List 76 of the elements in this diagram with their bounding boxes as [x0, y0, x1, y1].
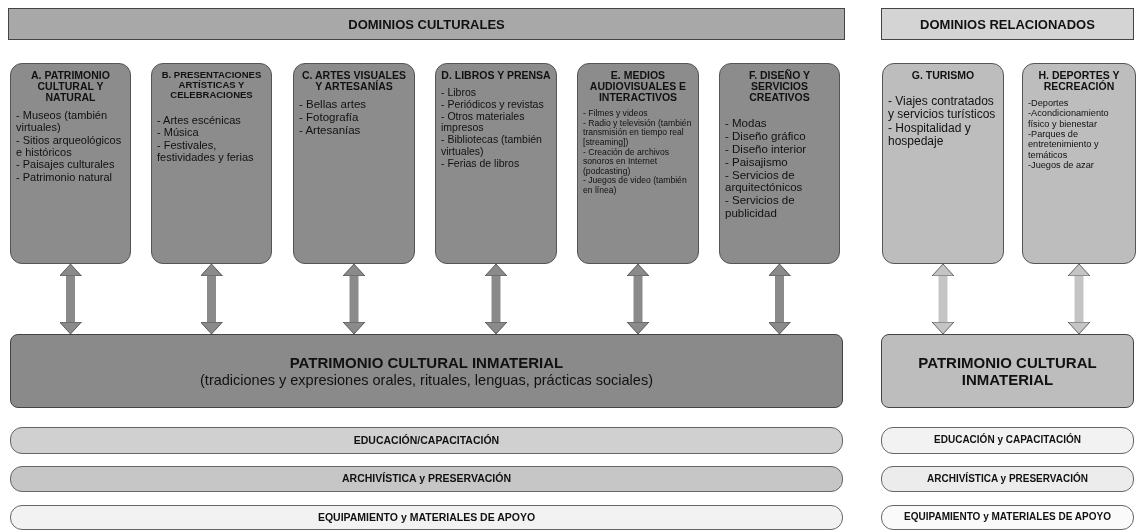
list-item: - Radio y televisión (también transmisión en tiempo real [streaming]) [583, 118, 693, 148]
double-arrow [484, 263, 508, 335]
list-item: - Viajes contratados y servicios turísticos [888, 95, 997, 122]
list-item: - Paisajismo [725, 155, 789, 169]
list-item: - Paisajes culturales [16, 158, 116, 171]
heading: ARCHIVÍSTICA y PRESERVACIÓN [342, 473, 511, 485]
list-item: - Patrimonio natural [16, 170, 113, 183]
list-item: - Filmes y videos [583, 109, 649, 119]
subtitle: (tradiciones y expresiones orales, rituales, lenguas, prácticas sociales) [200, 371, 653, 388]
list-item: - Bibliotecas (también virtuales) [441, 134, 543, 158]
list-item: - Artes escénicas [157, 113, 242, 127]
double-arrow [1067, 263, 1091, 335]
heading: ARCHIVÍSTICA y PRESERVACIÓN [927, 473, 1088, 485]
list-item: - Ferias de libros [441, 157, 521, 170]
support-band [881, 505, 1134, 530]
domain-box [882, 63, 1004, 264]
list-item: -Parques de entretenimiento y temáticos [1028, 128, 1100, 160]
heading: EQUIPAMIENTO y MATERIALES DE APOYO [904, 512, 1111, 523]
heading: EQUIPAMIENTO y MATERIALES DE APOYO [317, 512, 536, 523]
heading: C. ARTES VISUALES Y ARTESANÍAS [300, 70, 407, 93]
list-item: - Artesanías [299, 123, 362, 137]
heritage-box [881, 334, 1134, 408]
list-item: - Periódicos y revistas [441, 98, 545, 111]
domain-box [577, 63, 699, 264]
list-item: - Diseño interior [725, 142, 808, 156]
list-item: - Otros materiales impresos [441, 110, 526, 134]
domain-box [293, 63, 415, 264]
domain-box [1022, 63, 1136, 264]
list-item: - Creación de archivos sonoros en Internet (podcasting) [583, 147, 669, 177]
support-band [881, 427, 1134, 454]
support-band [10, 427, 843, 454]
list-item: - Fotografía [299, 110, 360, 124]
header-band [881, 8, 1134, 40]
list-item: - Servicios de publicidad [725, 194, 796, 221]
double-arrow [59, 263, 82, 335]
list-item: - Bellas artes [299, 98, 368, 111]
support-band [10, 466, 843, 492]
support-band [881, 466, 1134, 492]
heading: B. PRESENTACIONES ARTÍSTICAS Y CELEBRACIONES [160, 70, 263, 100]
heading: DOMINIOS CULTURALES [348, 16, 505, 32]
domain-box [10, 63, 131, 264]
heading: G. TURISMO [910, 70, 976, 81]
support-band [10, 505, 843, 530]
list-item: -Acondicionamiento físico y bienestar [1028, 108, 1110, 129]
heading: EDUCACIÓN y CAPACITACIÓN [934, 435, 1081, 446]
heading: PATRIMONIO CULTURAL INMATERIAL [917, 353, 1098, 389]
heading: H. DEPORTES Y RECREACIÓN [1037, 70, 1121, 93]
domain-box [719, 63, 840, 264]
list-item: - Diseño gráfico [725, 129, 807, 143]
list-item: -Deportes [1028, 98, 1070, 109]
list-item: -Juegos de azar [1028, 159, 1095, 171]
header-band [8, 8, 845, 40]
double-arrow [931, 263, 955, 335]
list-item: - Libros [441, 87, 477, 99]
domain-box [435, 63, 557, 264]
list-item: - Hospitalidad y hospedaje [888, 121, 972, 149]
list-item: - Música [157, 126, 200, 139]
heading: PATRIMONIO CULTURAL INMATERIAL [289, 354, 564, 372]
heading: A. PATRIMONIO CULTURAL Y NATURAL [30, 70, 111, 104]
domain-box [151, 63, 272, 264]
double-arrow [626, 263, 650, 335]
list-item: - Modas [725, 117, 768, 130]
list-item: - Juegos de video (también en línea) [583, 176, 688, 196]
heading: E. MEDIOS AUDIOVISUALES E INTERACTIVOS [588, 70, 688, 104]
heritage-box [10, 334, 843, 408]
heading: D. LIBROS Y PRENSA [441, 70, 551, 81]
list-item: - Sitios arqueológicos e históricos [16, 133, 123, 159]
double-arrow [768, 263, 791, 335]
heading: EDUCACIÓN/CAPACITACIÓN [353, 435, 500, 446]
double-arrow [200, 263, 223, 335]
double-arrow [342, 263, 366, 335]
list-item: - Museos (también virtuales) [16, 109, 109, 134]
heading: F. DISEÑO Y SERVICIOS CREATIVOS [747, 70, 812, 104]
list-item: - Festivales, festividades y ferias [157, 138, 255, 164]
heading: DOMINIOS RELACIONADOS [920, 16, 1095, 32]
list-item: - Servicios de arquitectónicos [725, 168, 804, 195]
